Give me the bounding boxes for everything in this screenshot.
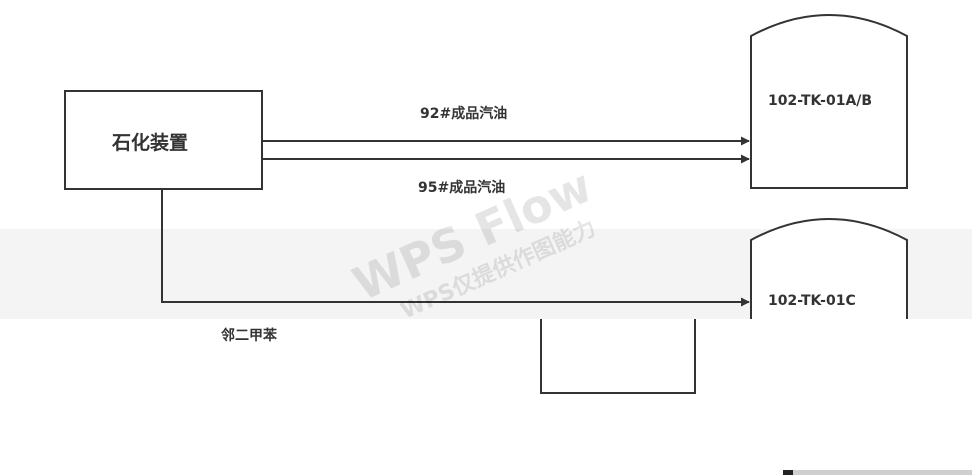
corner-fragment	[783, 470, 972, 475]
corner-fragment-dark	[783, 470, 793, 475]
tank-102-tk-01c[interactable]	[750, 218, 908, 322]
source-unit-label: 石化装置	[112, 132, 189, 154]
flow-line-o-xylene[interactable]	[161, 189, 750, 307]
tank-102-tk-01ab[interactable]	[750, 14, 908, 189]
partial-outline	[540, 319, 696, 394]
tank-label-01ab: 102-TK-01A/B	[768, 93, 873, 109]
source-unit-box[interactable]	[64, 90, 263, 190]
lower-region	[0, 319, 972, 475]
flow-label-95-gasoline: 95#成品汽油	[418, 180, 506, 196]
tank-label-01c: 102-TK-01C	[768, 293, 856, 309]
flow-label-92-gasoline: 92#成品汽油	[420, 106, 508, 122]
flow-label-o-xylene: 邻二甲苯	[221, 328, 277, 344]
